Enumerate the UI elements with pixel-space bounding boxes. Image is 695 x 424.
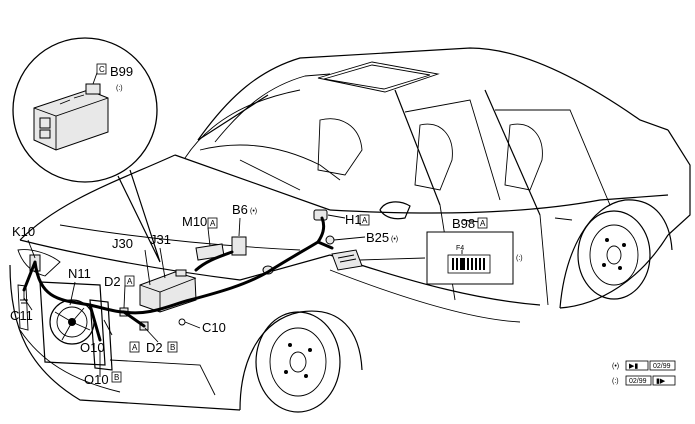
label-c10: C10 [202,320,226,335]
label-b6: B6 [232,202,248,217]
label-d2-a: D2 [104,274,121,289]
legend-colon-arrow: ▮▶ [656,378,666,385]
legend-dot-arrow: ▶▮ [629,363,638,370]
fuse-box-inset [426,231,514,285]
label-b98-sub: (:) [516,255,523,262]
label-b25-sub: (•) [391,236,398,243]
o10-b-box-letter: B [114,373,119,382]
label-b25: B25 [366,230,389,245]
legend-dot-value: 02/99 [653,363,671,370]
label-h1: H1 [345,212,362,227]
radiator-fan-assembly [17,281,113,371]
b98-box-letter: A [480,219,486,228]
m10-box-letter: A [210,219,216,228]
b99-box-letter: C [99,65,105,74]
b99-detail-bubble [12,37,161,263]
legend-colon-value: 02/99 [629,378,647,385]
d2-a-box-letter: A [127,277,133,286]
label-o10-a: O10 [80,340,105,355]
callout-lines [23,214,426,377]
legend-dot-symbol: (•) [612,363,619,370]
o10-a-box-letter: A [132,343,138,352]
label-o10-b: O10 [84,372,109,387]
label-m10: M10 [182,214,207,229]
label-k10: K10 [12,224,35,239]
legend: (•) ▶▮ 02/99 (:) 02/99 ▮▶ [612,360,676,386]
label-c11: C11 [10,308,33,323]
label-b98: B98 [452,216,475,231]
label-j31: J31 [150,232,171,247]
h1-box-letter: A [362,216,368,225]
label-b6-sub: (•) [250,208,257,215]
label-b99: B99 [110,64,133,79]
legend-colon-symbol: (:) [612,378,619,385]
d2-b-box-letter: B [170,343,175,352]
label-j30: J30 [112,236,133,251]
component-labels: C B99 (:) K10 N11 C11 O10 A O10 B J30 J3… [10,64,523,387]
wiring-harness [22,216,334,342]
label-b99-sub: (:) [116,85,123,92]
label-f4: F4 [456,245,464,252]
label-boxes [96,63,488,383]
label-n11: N11 [68,266,91,281]
label-d2-b: D2 [146,340,163,355]
